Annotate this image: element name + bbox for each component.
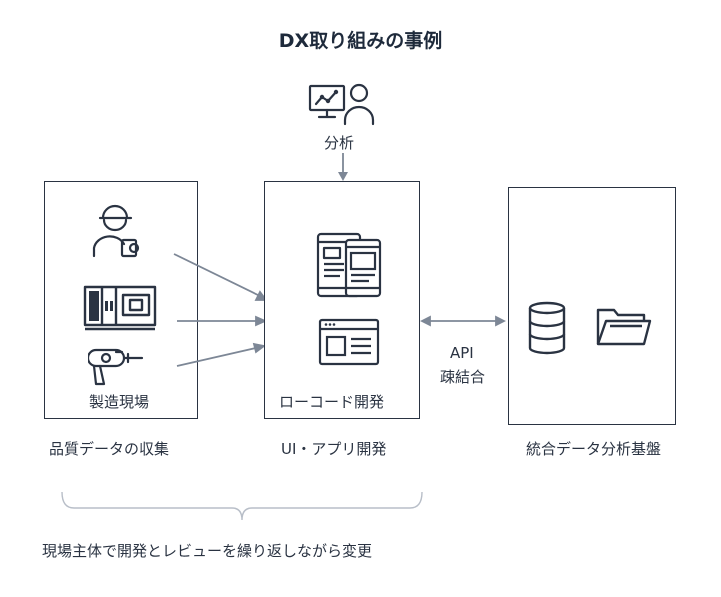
worker-icon bbox=[92, 204, 140, 258]
api-double-arrow bbox=[420, 315, 506, 327]
low-code-label: ローコード開発 bbox=[279, 393, 385, 411]
integrated-data-caption: 統合データ分析基盤 bbox=[526, 440, 662, 458]
loose-coupling-label: 疎結合 bbox=[440, 368, 486, 386]
low-code-dev-box bbox=[264, 181, 420, 419]
api-label: API bbox=[450, 344, 474, 362]
arrow-analysis-to-dev bbox=[338, 153, 348, 181]
ui-app-dev-caption: UI・アプリ開発 bbox=[281, 440, 387, 458]
arrows-site-to-dev bbox=[173, 253, 268, 367]
analyst-monitor-icon bbox=[308, 83, 375, 126]
machine-icon bbox=[83, 285, 157, 331]
analysis-label: 分析 bbox=[324, 134, 355, 152]
database-icon bbox=[528, 301, 566, 355]
window-app-icon bbox=[318, 318, 380, 366]
manufacturing-site-box bbox=[44, 181, 198, 419]
bottom-bracket bbox=[61, 491, 423, 521]
manufacturing-site-label: 製造現場 bbox=[89, 393, 150, 411]
devices-icon bbox=[316, 232, 382, 298]
bottom-note: 現場主体で開発とレビューを繰り返しながら変更 bbox=[42, 542, 373, 560]
data-platform-box bbox=[508, 187, 676, 425]
quality-data-caption: 品質データの収集 bbox=[49, 440, 170, 458]
diagram-title: DX取り組みの事例 bbox=[278, 30, 443, 52]
folder-icon bbox=[596, 308, 652, 346]
drill-icon bbox=[88, 348, 144, 386]
